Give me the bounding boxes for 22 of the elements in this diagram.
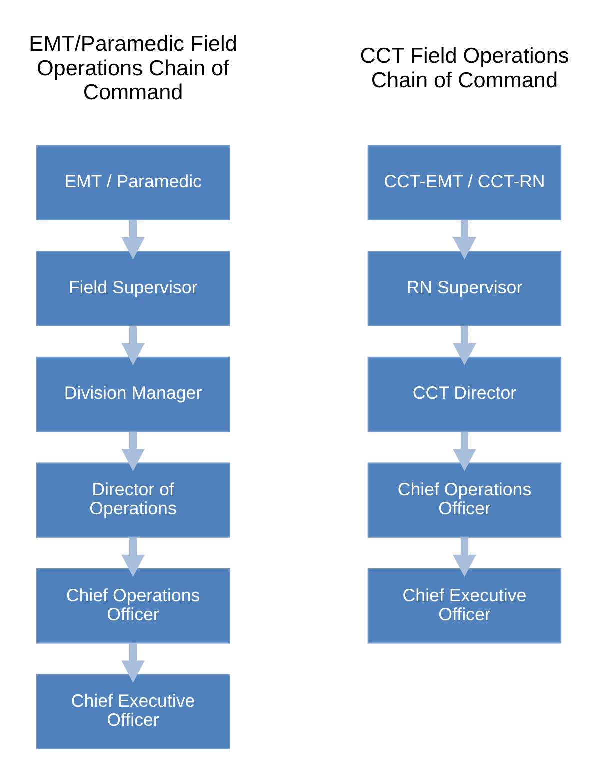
node-box: Field Supervisor <box>36 251 230 326</box>
node-box: CCT-EMT / CCT-RN <box>368 145 562 220</box>
label: CCT Field Operations Chain of Command <box>360 43 570 92</box>
node-box: Director of Operations <box>36 462 230 538</box>
arrow <box>453 432 476 472</box>
arrow <box>453 326 476 366</box>
label: EMT/Paramedic Field Operations Chain of Command <box>29 31 238 105</box>
arrow <box>453 220 476 260</box>
arrow <box>122 326 145 366</box>
arrow <box>453 538 476 578</box>
arrow <box>122 432 145 472</box>
node-box: EMT / Paramedic <box>36 145 230 220</box>
node-box: Chief Operations Officer <box>368 462 562 538</box>
arrow <box>122 220 145 260</box>
node-box: CCT Director <box>368 356 562 432</box>
node-box: RN Supervisor <box>368 251 562 326</box>
arrow <box>122 644 145 683</box>
arrow <box>122 538 145 578</box>
node-box: Chief Executive Officer <box>36 674 230 750</box>
node-box: Chief Executive Officer <box>368 568 562 644</box>
node-box: Division Manager <box>36 356 230 432</box>
node-box: Chief Operations Officer <box>36 568 230 644</box>
